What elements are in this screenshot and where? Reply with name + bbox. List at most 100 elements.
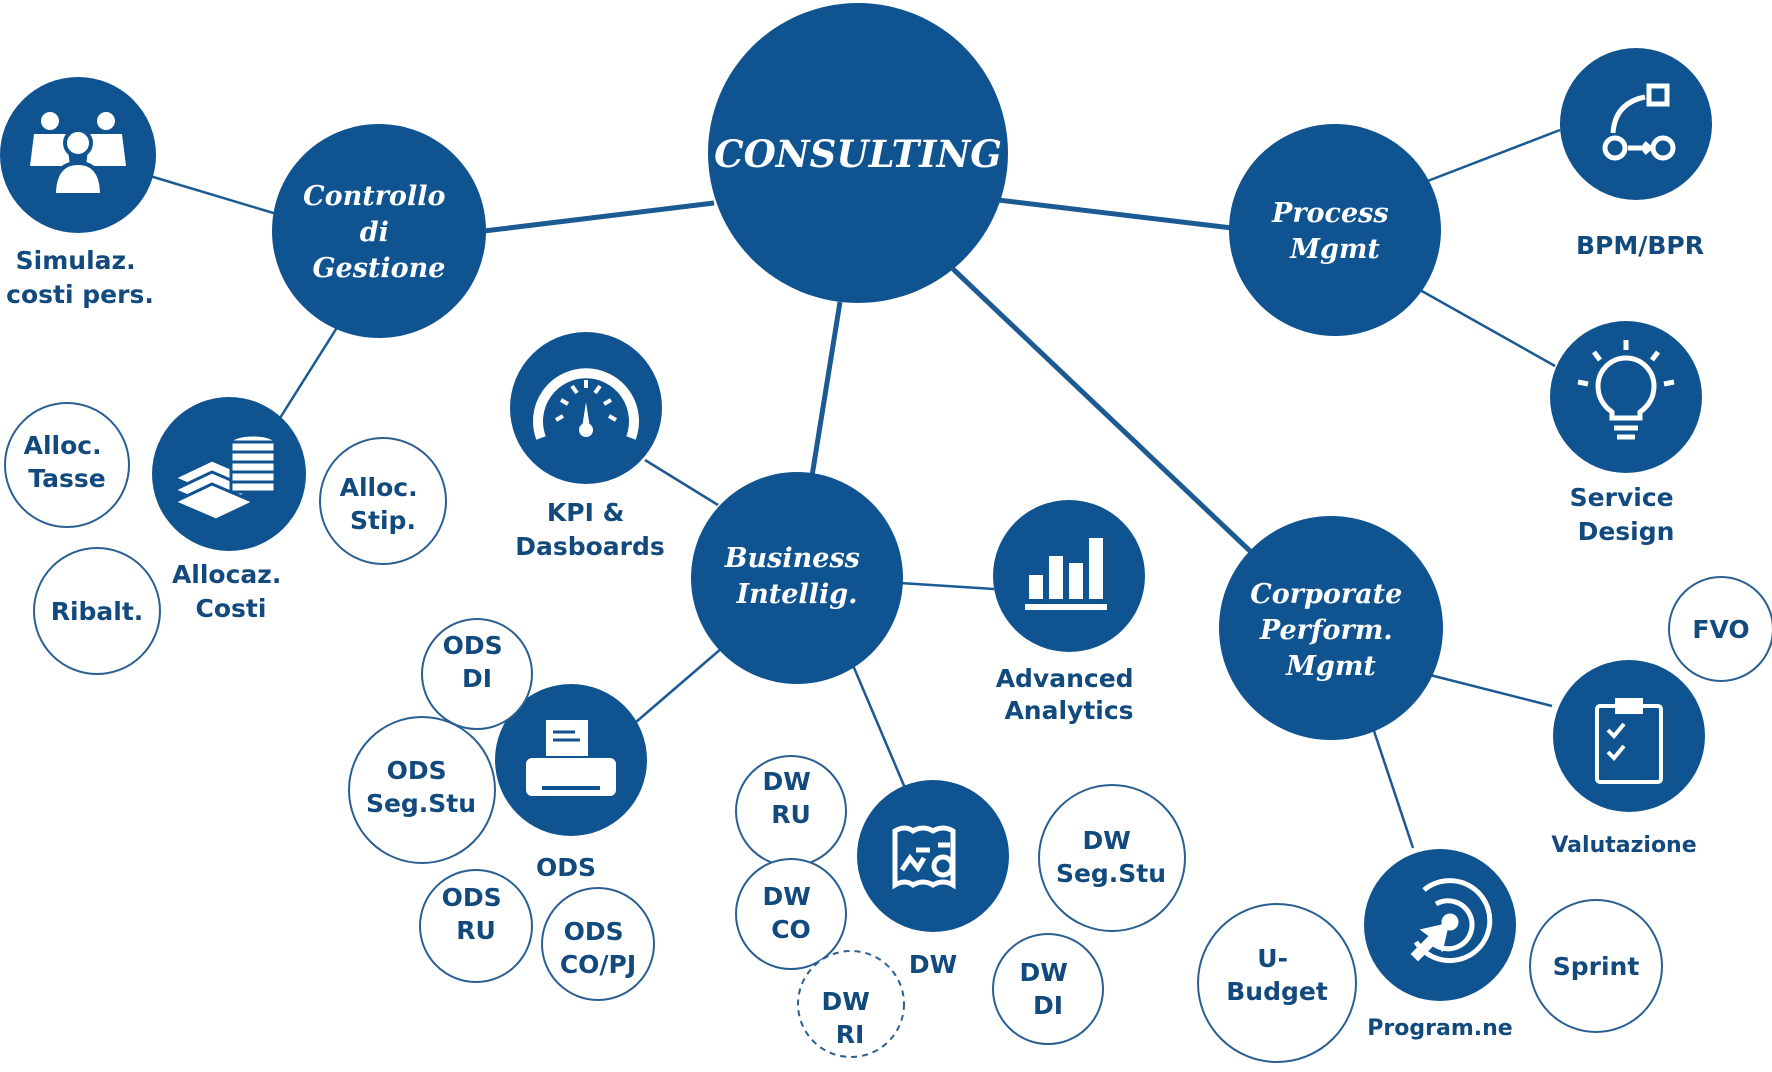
ods-copj-line-2: CO/PJ xyxy=(560,950,636,979)
bi-hub: Business Intellig. xyxy=(691,472,903,684)
connector-valutazione xyxy=(1429,673,1553,708)
dw-di-circle xyxy=(992,933,1104,1045)
sprint-circle xyxy=(1529,899,1663,1033)
alloc-stip-circle xyxy=(319,437,447,565)
kpi-line-1: KPI & xyxy=(547,498,625,527)
bi-label: Business Intellig. xyxy=(724,543,870,610)
process-hub: Process Mgmt xyxy=(1229,124,1441,336)
fvo-circle xyxy=(1668,576,1772,682)
dw-co-circle xyxy=(735,858,847,970)
dw-co-label: DW CO xyxy=(762,882,819,944)
cpm-hub: Corporate Perform. Mgmt xyxy=(1219,516,1443,740)
dw-ri-label: DW RI xyxy=(821,987,878,1049)
kpi-node: KPI & Dasboards xyxy=(510,332,665,561)
ods-segstu-line-2: Seg.Stu xyxy=(366,789,476,818)
outline-labels: Alloc. Tasse Ribalt. Alloc. Stip. ODS DI… xyxy=(24,431,1750,1049)
analytics-line-1: Advanced xyxy=(996,664,1134,693)
ods-ru-circle xyxy=(419,869,533,983)
simulaz-node: Simulaz. costi pers. xyxy=(0,77,156,309)
alloc-stip-line-2: Stip. xyxy=(350,506,416,535)
connector-allocaz xyxy=(278,325,340,419)
simulaz-label: Simulaz. costi pers. xyxy=(6,246,154,309)
bi-line-1: Business xyxy=(724,543,860,574)
kpi-line-2: Dasboards xyxy=(515,532,665,561)
ods-ru-line-1: ODS xyxy=(442,883,502,912)
ods-segstu-line-1: ODS xyxy=(387,756,447,785)
ods-di-circle xyxy=(421,618,533,730)
alloc-stip-label: Alloc. Stip. xyxy=(340,473,427,535)
connector-service xyxy=(1419,288,1556,368)
connector-ods xyxy=(635,647,723,723)
consulting-hub: CONSULTING xyxy=(708,3,1008,303)
lightbulb-icon xyxy=(1577,340,1675,440)
connector-bpm xyxy=(1424,128,1561,184)
speedometer-icon xyxy=(533,368,639,440)
consulting-label: CONSULTING xyxy=(714,132,1002,176)
ubudget-circle xyxy=(1197,903,1357,1063)
money-stack-icon xyxy=(170,433,277,522)
ods-segstu-circle xyxy=(348,716,496,864)
connector-simulaz xyxy=(149,174,281,217)
dw-ri-line-2: RI xyxy=(836,1020,865,1049)
program-node: Program.ne xyxy=(1364,849,1516,1041)
dw-di-label: DW DI xyxy=(1019,958,1076,1020)
target-cursor-icon xyxy=(1410,878,1493,964)
process-flow-icon xyxy=(1602,83,1676,161)
alloc-tasse-line-1: Alloc. xyxy=(24,431,102,460)
allocaz-label: Allocaz. Costi xyxy=(172,560,290,623)
ods-di-line-1: ODS xyxy=(443,631,503,660)
dw-co-line-2: CO xyxy=(771,915,811,944)
ods-di-label: ODS DI xyxy=(443,631,512,693)
cpm-line-2: Perform. xyxy=(1259,615,1393,646)
allocaz-line-1: Allocaz. xyxy=(172,560,281,589)
dw-di-line-2: DI xyxy=(1033,991,1063,1020)
dw-segstu-line-1: DW xyxy=(1082,826,1130,855)
printer-icon xyxy=(526,720,616,796)
valutazione-label: Valutazione xyxy=(1551,833,1696,858)
cpm-line-3: Mgmt xyxy=(1285,651,1376,682)
ods-copj-label: ODS CO/PJ xyxy=(560,917,636,979)
connector-program xyxy=(1370,724,1415,849)
analytics-node: Advanced Analytics xyxy=(993,500,1145,725)
dw-segstu-line-2: Seg.Stu xyxy=(1056,859,1166,888)
ods-di-line-2: DI xyxy=(462,664,492,693)
bar-chart-icon xyxy=(1025,538,1107,610)
dw-ru-line-2: RU xyxy=(771,800,811,829)
ods-label: ODS xyxy=(536,853,596,882)
process-label: Process Mgmt xyxy=(1271,198,1398,265)
connector-center-cpm xyxy=(951,267,1252,553)
bi-line-2: Intellig. xyxy=(736,579,858,610)
ods-ru-line-2: RU xyxy=(456,916,496,945)
team-people-icon xyxy=(30,112,126,197)
service-label: Service Design xyxy=(1570,483,1683,546)
process-line-2: Mgmt xyxy=(1289,234,1380,265)
connector-dw xyxy=(850,662,907,789)
connectors xyxy=(483,197,1252,553)
service-line-1: Service xyxy=(1570,483,1674,512)
connector-analytics xyxy=(899,581,995,591)
cpm-line-1: Corporate xyxy=(1250,579,1402,610)
dw-label: DW xyxy=(909,950,957,979)
controllo-line-3: Gestione xyxy=(313,253,446,284)
analytics-line-2: Analytics xyxy=(1004,696,1133,725)
service-line-2: Design xyxy=(1578,517,1675,546)
ubudget-label: U- Budget xyxy=(1226,944,1328,1006)
dw-ru-line-1: DW xyxy=(762,767,810,796)
kpi-label: KPI & Dasboards xyxy=(515,498,665,561)
dw-ri-circle xyxy=(797,950,905,1058)
connector-kpi xyxy=(644,458,719,507)
controllo-line-1: Controllo xyxy=(303,181,445,212)
connector-center-bi xyxy=(809,301,843,477)
dw-segstu-label: DW Seg.Stu xyxy=(1056,826,1166,888)
dw-segstu-circle xyxy=(1038,784,1186,932)
service-node: Service Design xyxy=(1550,321,1702,546)
ods-ru-label: ODS RU xyxy=(442,883,511,945)
dashboard-report-icon xyxy=(892,825,956,890)
simulaz-line-1: Simulaz. xyxy=(16,246,136,275)
allocaz-line-2: Costi xyxy=(196,594,267,623)
dw-ru-label: DW RU xyxy=(762,767,819,829)
sprint-label: Sprint xyxy=(1553,952,1640,981)
ribalt-label: Ribalt. xyxy=(51,597,144,626)
alloc-stip-line-1: Alloc. xyxy=(340,473,418,502)
